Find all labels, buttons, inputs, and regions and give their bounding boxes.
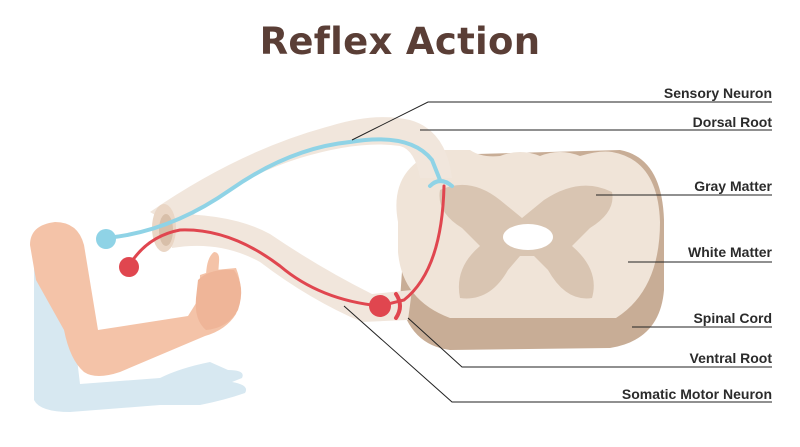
central-canal — [503, 224, 553, 250]
nerve-cut-inner — [159, 214, 173, 246]
sensory-synapse — [428, 179, 454, 188]
hand-fist — [195, 269, 242, 330]
page-title: Reflex Action — [259, 20, 541, 63]
label-ventral-root: Ventral Root — [689, 350, 772, 366]
motor-cell-body — [369, 295, 391, 317]
ventral-root — [160, 213, 412, 322]
arm — [30, 222, 241, 376]
label-dorsal-root: Dorsal Root — [692, 114, 772, 130]
sensory-receptor — [96, 229, 116, 249]
label-sensory-neuron: Sensory Neuron — [663, 85, 772, 101]
leader-ventral-root — [407, 317, 772, 368]
leader-sensory-neuron — [351, 101, 772, 141]
sensory-neuron-path — [104, 137, 442, 240]
leader-somatic-motor-neuron — [343, 305, 772, 403]
arm-shadow — [34, 262, 247, 412]
motor-neuron-path — [128, 184, 446, 308]
motor-synapse — [394, 292, 402, 320]
label-gray-matter: Gray Matter — [694, 178, 772, 194]
label-somatic-motor-neuron: Somatic Motor Neuron — [621, 386, 772, 402]
motor-effector — [119, 257, 139, 277]
label-white-matter: White Matter — [688, 244, 772, 260]
label-spinal-cord: Spinal Cord — [693, 310, 772, 326]
